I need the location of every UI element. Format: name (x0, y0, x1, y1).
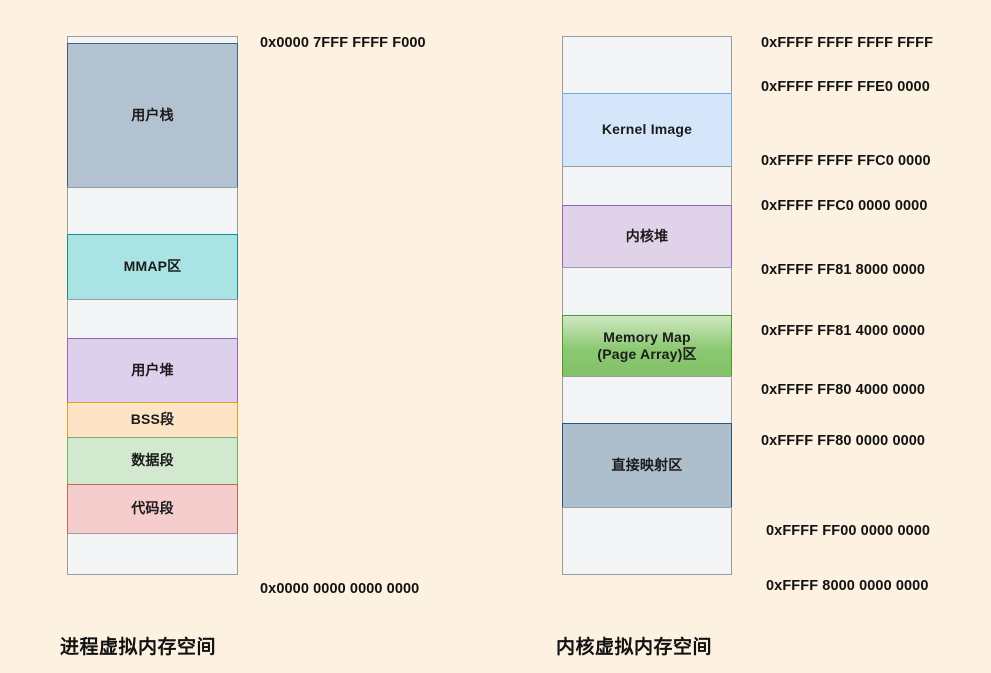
address-label: 0xFFFF FFFF FFC0 0000 (761, 153, 931, 169)
address-label: 0xFFFF 8000 0000 0000 (766, 578, 929, 594)
address-label: 0xFFFF FF80 0000 0000 (761, 433, 926, 449)
address-label: 0xFFFF FFFF FFFF FFFF (761, 35, 934, 51)
memory-block: 内核堆 (562, 205, 732, 268)
memory-block-label: 直接映射区 (611, 456, 683, 473)
kernel-memory-column: Kernel Image 内核堆 Memory Map (Page Array)区直… (562, 36, 732, 575)
memory-block-label: 用户栈 (131, 106, 174, 123)
memory-block: 用户堆 (67, 338, 238, 403)
memory-block: 直接映射区 (562, 423, 732, 508)
memory-block-label: 数据段 (131, 452, 174, 469)
kernel-diagram-caption: 内核虚拟内存空间 (556, 637, 713, 658)
address-label: 0x0000 7FFF FFFF F000 (260, 35, 426, 51)
memory-block-label: Memory Map (Page Array)区 (597, 328, 697, 363)
address-label: 0xFFFF FFC0 0000 0000 (761, 198, 928, 214)
memory-block-label: 内核堆 (625, 227, 669, 244)
memory-gap-block (67, 187, 238, 235)
memory-gap-block (562, 507, 732, 575)
memory-gap-block (562, 166, 732, 206)
memory-gap-block (562, 376, 732, 424)
memory-block: Memory Map (Page Array)区 (562, 315, 732, 377)
memory-gap-block (562, 36, 732, 94)
memory-block-label: MMAP区 (123, 258, 182, 275)
memory-gap-block (562, 267, 732, 316)
memory-block-label: 用户堆 (131, 361, 174, 378)
memory-block: Kernel Image (562, 93, 732, 167)
address-label: 0xFFFF FF80 4000 0000 (761, 382, 926, 398)
memory-block-label: Kernel Image (601, 121, 693, 138)
process-memory-column: 用户栈 MMAP区用户堆 BSS段数据段代码段 (67, 36, 238, 575)
address-label: 0xFFFF FFFF FFE0 0000 (761, 79, 930, 95)
address-label: 0xFFFF FF00 0000 0000 (766, 523, 931, 539)
memory-block: 代码段 (67, 484, 238, 534)
memory-block-label: 代码段 (131, 500, 174, 517)
memory-gap-block (67, 299, 238, 339)
address-label: 0xFFFF FF81 4000 0000 (761, 323, 926, 339)
memory-block-label: BSS段 (130, 411, 175, 428)
memory-gap-block (67, 533, 238, 575)
address-label: 0x0000 0000 0000 0000 (260, 581, 420, 597)
address-label: 0xFFFF FF81 8000 0000 (761, 262, 926, 278)
process-diagram-caption: 进程虚拟内存空间 (60, 637, 217, 658)
memory-block: 数据段 (67, 437, 238, 485)
memory-block: 用户栈 (67, 43, 238, 188)
memory-block: MMAP区 (67, 234, 238, 300)
memory-block: BSS段 (67, 402, 238, 438)
